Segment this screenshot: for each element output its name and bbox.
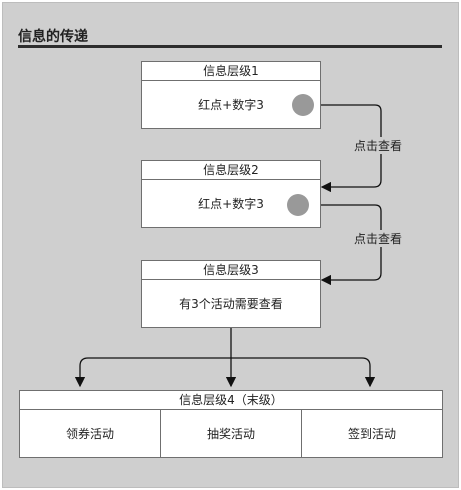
title-rule (18, 45, 442, 48)
connector-label-2: 点击查看 (352, 230, 405, 247)
level-4-box: 信息层级4（末级） 领券活动 抽奖活动 签到活动 (19, 390, 443, 458)
section-title: 信息的传递 (18, 29, 88, 45)
red-dot-indicator (287, 194, 309, 216)
level-3-content: 有3个活动需要查看 (179, 296, 283, 311)
level-1-box: 信息层级1 红点+数字3 (141, 61, 321, 129)
level-3-title: 信息层级3 (142, 261, 320, 280)
connector-label-1: 点击查看 (352, 137, 405, 154)
activity-checkin: 签到活动 (347, 426, 396, 441)
red-dot-indicator (292, 94, 314, 116)
level-1-title: 信息层级1 (142, 62, 320, 81)
level-4-activities: 领券活动 抽奖活动 签到活动 (20, 409, 442, 457)
level-1-content: 红点+数字3 (198, 97, 264, 112)
connector-branch-bar (80, 357, 88, 386)
activity-lottery: 抽奖活动 (161, 409, 302, 457)
level-2-box: 信息层级2 红点+数字3 (141, 160, 321, 228)
level-3-box: 信息层级3 有3个活动需要查看 (141, 260, 321, 328)
connector-branch-right (361, 357, 376, 388)
level-2-content: 红点+数字3 (198, 196, 264, 211)
activity-coupon: 领券活动 (20, 409, 161, 457)
level-2-title: 信息层级2 (142, 161, 320, 180)
level-4-title: 信息层级4（末级） (20, 391, 442, 410)
